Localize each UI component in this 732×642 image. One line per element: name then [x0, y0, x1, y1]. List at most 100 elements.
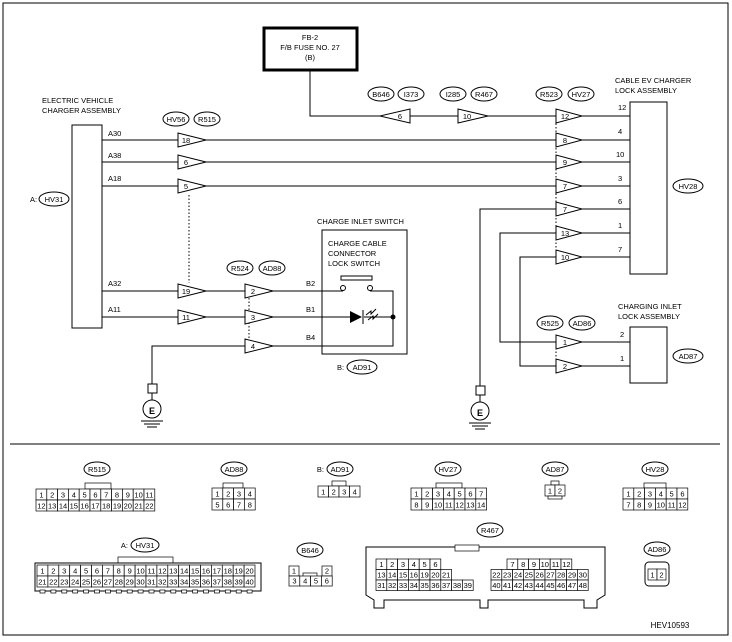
- pin-HV27-4: 4: [447, 490, 451, 499]
- figure-code: HEV10593: [651, 621, 690, 630]
- pin-HV31-21: 21: [38, 578, 46, 587]
- charger-pin-A30: A30: [108, 129, 121, 138]
- pin-HV31-39: 39: [234, 578, 242, 587]
- face-label-HV31: HV31: [136, 541, 155, 550]
- pin-HV27-11: 11: [445, 501, 453, 510]
- pin-AD91-3: 3: [342, 488, 346, 497]
- pin-HV31-19: 19: [234, 567, 242, 576]
- pin-HV28-6: 6: [680, 490, 684, 499]
- oval-HV31-face: [130, 537, 160, 553]
- pin-R467-25: 25: [525, 571, 533, 580]
- pin-HV31-32: 32: [158, 578, 166, 587]
- inlet-lock-pin-1: 1: [620, 354, 624, 363]
- term-AD88-3: 3: [251, 313, 255, 322]
- pin-AD88-3: 3: [237, 490, 241, 499]
- pin-B646-1: 1: [292, 567, 296, 576]
- oval-AD91-face: [326, 461, 354, 477]
- pin-R467-19: 19: [420, 571, 428, 580]
- ground-left: E: [141, 383, 163, 428]
- pin-R467-6: 6: [433, 560, 437, 569]
- pin-AD86-2: 2: [659, 571, 663, 580]
- oval-AD91: [346, 359, 378, 375]
- charger-pin-A11: A11: [108, 305, 121, 314]
- oval-AD88-face: [220, 461, 248, 477]
- pin-R467-12: 12: [562, 560, 570, 569]
- terminal-symbols: 6 10 12 18 6 5 19 11 2 3 4 8 9 7 7 13 10…: [177, 108, 584, 374]
- pin-R515-17: 17: [91, 502, 99, 511]
- oval-I285: I285: [446, 90, 461, 99]
- oval-HV27: HV27: [572, 90, 591, 99]
- pin-R467-45: 45: [546, 581, 554, 590]
- pin-AD87-1: 1: [548, 487, 552, 496]
- pin-R515-4: 4: [72, 491, 76, 500]
- pin-HV31-20: 20: [245, 567, 253, 576]
- pin-HV31-15: 15: [191, 567, 199, 576]
- oval-R515-face: [83, 461, 111, 477]
- fuse-label-3: (B): [305, 53, 316, 62]
- pin-AD86-1: 1: [650, 571, 654, 580]
- pin-HV31-10: 10: [136, 567, 144, 576]
- switch-pin-B2: B2: [306, 279, 315, 288]
- switch-label-1: CHARGE CABLE: [328, 239, 387, 248]
- pin-AD91-1: 1: [321, 488, 325, 497]
- pin-R515-15: 15: [70, 502, 78, 511]
- pin-R467-15: 15: [399, 571, 407, 580]
- term-HV27-7a: 7: [563, 182, 567, 191]
- pin-R515-9: 9: [126, 491, 130, 500]
- charger-conn-prefix: A:: [30, 195, 37, 204]
- pin-AD87-2: 2: [558, 487, 562, 496]
- term-HV27-9: 9: [563, 158, 567, 167]
- pin-HV31-17: 17: [213, 567, 221, 576]
- pin-R515-11: 11: [146, 491, 154, 500]
- ground-right: E: [469, 385, 491, 430]
- oval-I373: I373: [404, 90, 419, 99]
- charger-pin-A18: A18: [108, 174, 121, 183]
- oval-R525: R525: [541, 319, 559, 328]
- charger-label-1: ELECTRIC VEHICLE: [42, 96, 113, 105]
- pin-R515-13: 13: [48, 502, 56, 511]
- pin-B646-5: 5: [314, 577, 318, 586]
- pin-HV27-6: 6: [468, 490, 472, 499]
- oval-HV56: HV56: [167, 115, 186, 124]
- pin-B646-6: 6: [325, 577, 329, 586]
- pin-R515-10: 10: [134, 491, 142, 500]
- face-prefix-AD91: B:: [317, 465, 324, 474]
- pin-R467-24: 24: [514, 571, 522, 580]
- pin-HV31-4: 4: [73, 567, 77, 576]
- pin-HV31-6: 6: [95, 567, 99, 576]
- pin-HV27-13: 13: [466, 501, 474, 510]
- pin-R515-22: 22: [145, 502, 153, 511]
- pin-HV27-12: 12: [455, 501, 463, 510]
- pin-HV28-11: 11: [668, 501, 676, 510]
- pin-R515-14: 14: [59, 502, 67, 511]
- inlet-lock-conn-label: AD87: [679, 352, 698, 361]
- pin-R467-39: 39: [464, 581, 472, 590]
- pin-HV27-1: 1: [414, 490, 418, 499]
- switch-pin-B1: B1: [306, 305, 315, 314]
- pin-R467-14: 14: [388, 571, 396, 580]
- inlet-lock-assembly: CHARGING INLET LOCK ASSEMBLY AD87 2 1: [618, 302, 704, 384]
- pin-R467-11: 11: [552, 560, 560, 569]
- pin-AD88-1: 1: [215, 490, 219, 499]
- pin-R467-16: 16: [410, 571, 418, 580]
- pin-R467-27: 27: [546, 571, 554, 580]
- pin-R467-33: 33: [399, 581, 407, 590]
- pin-R467-2: 2: [390, 560, 394, 569]
- pin-R467-44: 44: [535, 581, 543, 590]
- pin-R467-5: 5: [423, 560, 427, 569]
- oval-B646-face: [296, 542, 324, 558]
- term-HV27-12: 12: [561, 112, 569, 121]
- oval-R515: R515: [198, 115, 216, 124]
- pin-HV31-3: 3: [62, 567, 66, 576]
- pin-HV31-1: 1: [40, 567, 44, 576]
- term-AD88-2: 2: [251, 287, 255, 296]
- cable-lock-pin-1: 1: [618, 221, 622, 230]
- pin-HV31-38: 38: [224, 578, 232, 587]
- pin-HV27-8: 8: [414, 501, 418, 510]
- pin-HV27-5: 5: [458, 490, 462, 499]
